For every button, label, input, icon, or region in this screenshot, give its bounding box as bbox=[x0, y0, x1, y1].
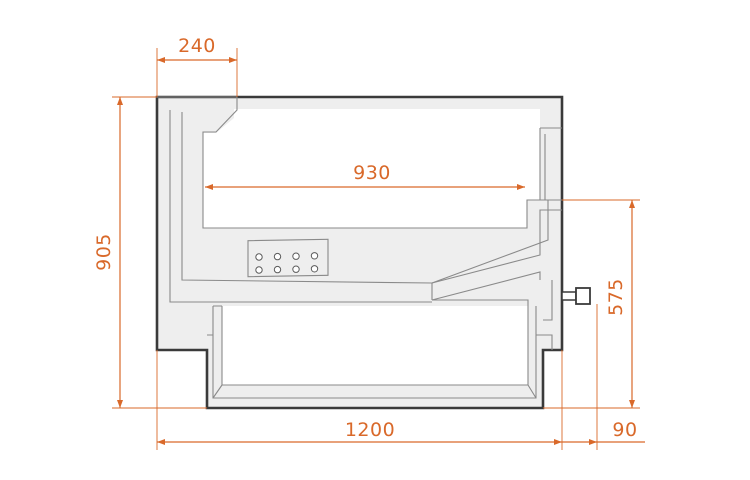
dim-label-905: 905 bbox=[93, 233, 115, 271]
control-knobs bbox=[255, 252, 319, 274]
control-knob bbox=[310, 265, 319, 273]
control-knob bbox=[292, 252, 300, 260]
control-knob bbox=[292, 265, 300, 273]
display-well bbox=[203, 109, 540, 228]
arrow-240-left bbox=[157, 57, 165, 63]
dim-label-240: 240 bbox=[178, 35, 216, 57]
control-panel bbox=[247, 238, 329, 278]
dim-label-90: 90 bbox=[612, 419, 637, 441]
control-knob bbox=[273, 252, 282, 261]
front-glass-panel bbox=[539, 127, 562, 200]
arrow-905-bottom bbox=[117, 400, 123, 408]
drain-valve bbox=[561, 287, 591, 305]
valve-handle bbox=[575, 287, 591, 305]
arrow-930-right bbox=[517, 184, 525, 190]
control-knob bbox=[273, 265, 282, 274]
arrow-930-left bbox=[205, 184, 213, 190]
dim-label-1200: 1200 bbox=[345, 419, 395, 441]
storage-frame bbox=[207, 305, 543, 399]
dim-label-930: 930 bbox=[353, 162, 391, 184]
worktop-block bbox=[157, 96, 562, 229]
control-knob bbox=[310, 252, 319, 260]
arrow-575-bottom bbox=[629, 400, 635, 408]
arrow-90-right bbox=[589, 439, 597, 445]
valve-pipe bbox=[561, 291, 577, 301]
arrow-1200-right bbox=[554, 439, 562, 445]
arrow-240-right bbox=[229, 57, 237, 63]
dim-label-575: 575 bbox=[605, 278, 627, 316]
arrow-575-top bbox=[629, 200, 635, 208]
dimension-lines: 240 930 905 575 1200 90 bbox=[93, 35, 645, 450]
bottom-shelf bbox=[170, 299, 529, 306]
counter-body bbox=[155, 95, 591, 410]
arrow-905-top bbox=[117, 97, 123, 105]
control-panel-box bbox=[247, 238, 329, 278]
control-knob bbox=[255, 266, 263, 274]
control-knob bbox=[255, 253, 263, 261]
front-tray-slope bbox=[431, 199, 562, 301]
arrow-1200-left bbox=[157, 439, 165, 445]
storage-compartment bbox=[222, 306, 528, 385]
right-mechanism bbox=[543, 280, 553, 350]
